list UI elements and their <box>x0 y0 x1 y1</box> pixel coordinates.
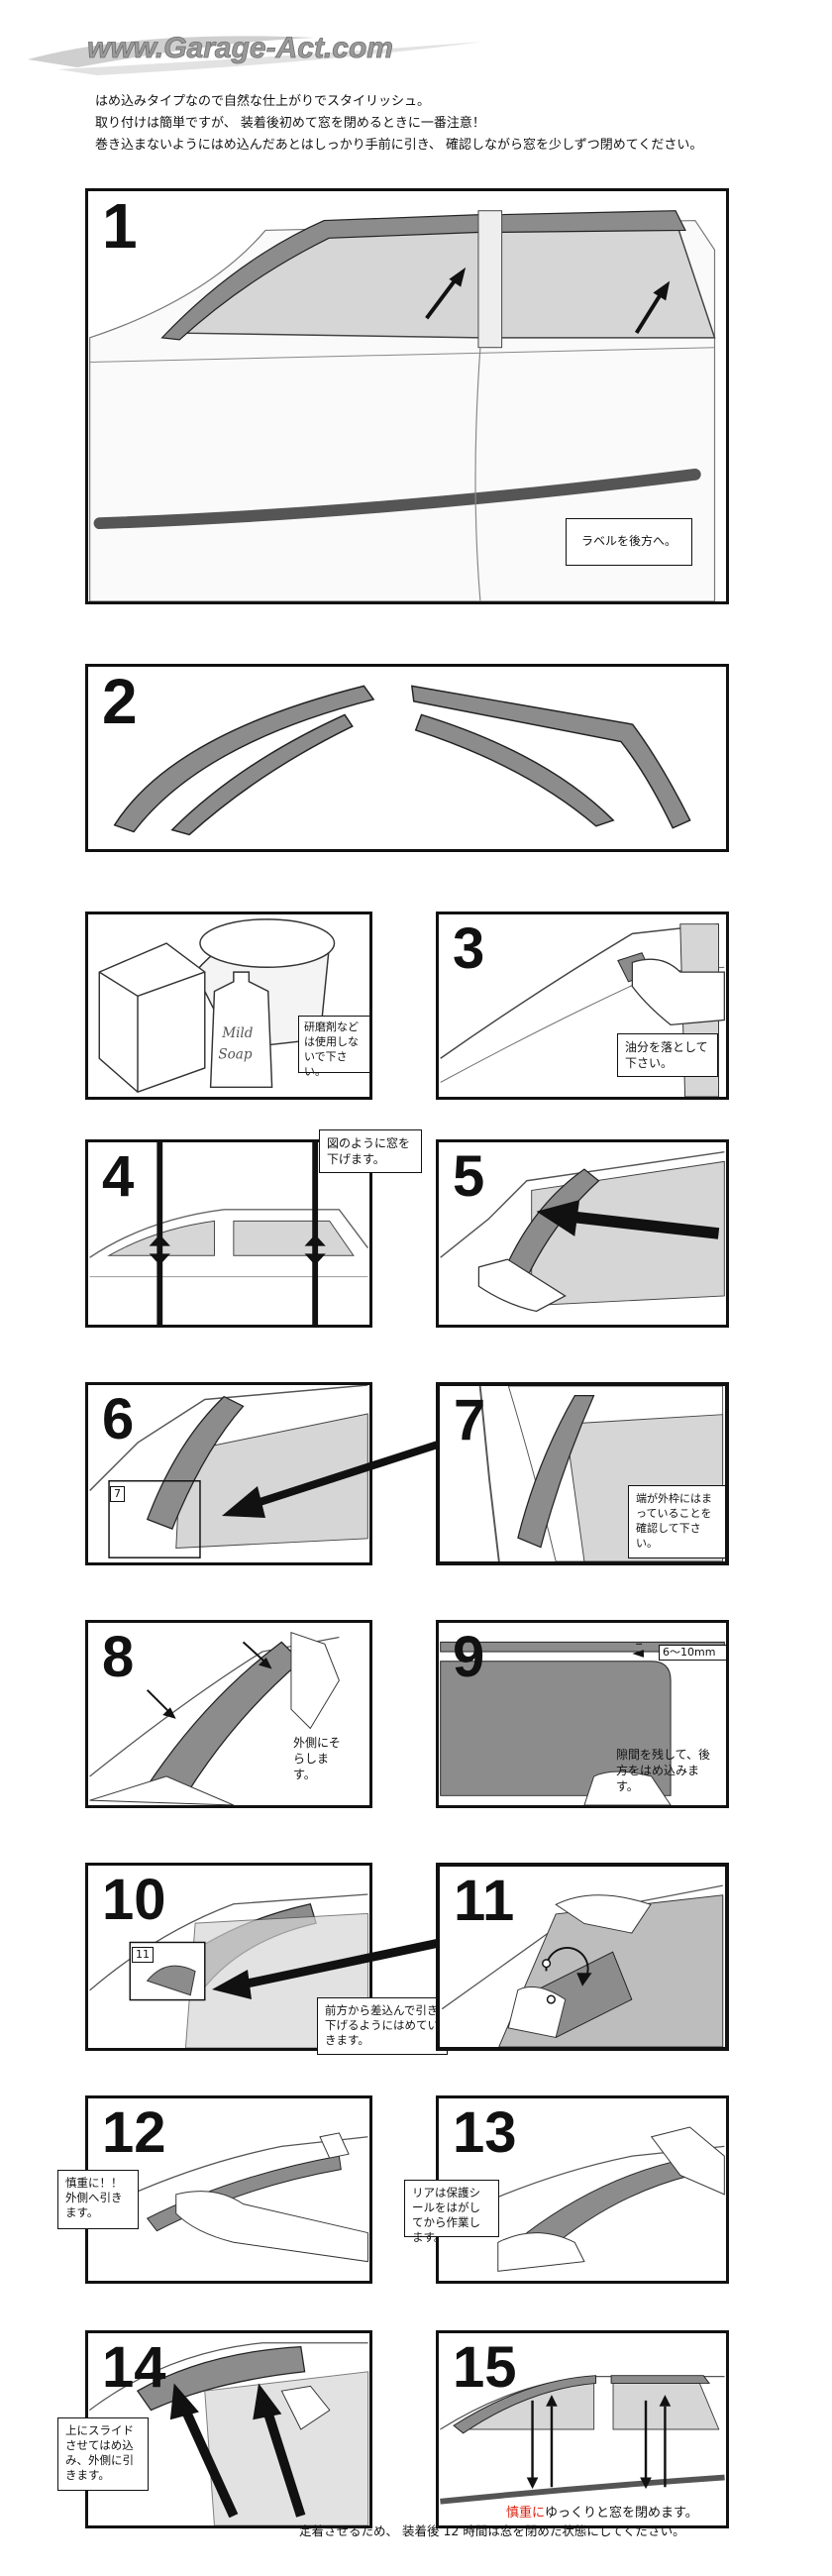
step-4-note: 図のように窓を下げます。 <box>319 1129 422 1173</box>
step-7-note: 端が外枠にはまっていることを確認して下さい。 <box>628 1485 725 1558</box>
soap-bucket-illustration: Mild Soap <box>98 918 336 1093</box>
zoom-arrow-11 <box>212 1937 445 1999</box>
step-number: 7 <box>454 1388 486 1452</box>
logo-swoosh: www.Garage-Act.com <box>28 32 483 75</box>
step-7-panel: 7 端が外枠にはまっていることを確認して下さい。 <box>436 1382 729 1565</box>
prep-panel: Mild Soap 研磨剤などは使用しないで下さい。 <box>85 912 372 1100</box>
step-11-panel: 11 <box>436 1863 729 2051</box>
zoom-arrow-7 <box>222 1439 446 1518</box>
step-number: 8 <box>102 1625 135 1689</box>
gap-label: 6～10mm <box>659 1645 726 1661</box>
car-side-illustration <box>89 210 716 601</box>
step-13-note: リアは保護シールをはがしてから作業します。 <box>404 2180 499 2244</box>
step-14-note: 上にスライドさせてはめ込み、外側に引きます。 <box>57 2417 149 2491</box>
step-13-panel: 13 <box>436 2095 729 2284</box>
step-4-panel: 4 <box>85 1139 372 1328</box>
step-15-panel: 15 慎重にゆっくりと窓を閉めます。 <box>436 2330 729 2528</box>
step-number: 10 <box>102 1868 166 1932</box>
warning-emphasis: 慎重に <box>506 2506 546 2521</box>
step-9-panel: 9 6～10mm 隙間を残して、後方をはめ込みます。 <box>436 1620 729 1808</box>
bottle-label-line: Soap <box>218 1046 253 1062</box>
step-8-note: 外側にそらします。 <box>293 1736 341 1781</box>
close-window-illustration <box>440 2375 725 2505</box>
visor-parts-illustration <box>113 685 691 836</box>
step-1-note: ラベルを後方へ。 <box>566 518 692 566</box>
window-lowering-illustration <box>89 1142 369 1325</box>
slide-up-illustration <box>88 2342 369 2525</box>
visor-insert-front-illustration <box>440 1150 725 1313</box>
step-3-note: 油分を落として下さい。 <box>617 1033 718 1077</box>
intro-text: はめ込みタイプなので自然な仕上がりでスタイリッシュ。 取り付けは簡単ですが、 装… <box>95 91 808 157</box>
step-number: 2 <box>102 666 138 737</box>
rear-fit-gap-illustration <box>440 1641 725 1805</box>
rear-peel-illustration <box>440 2126 725 2272</box>
inset-label: 11 <box>132 1947 154 1963</box>
intro-line: 巻き込まないようにはめ込んだあとはしっかり手前に引き、 確認しながら窓を少しずつ… <box>95 138 703 153</box>
step-2-panel: 2 <box>85 664 729 852</box>
step-15-note: 慎重にゆっくりと窓を閉めます。 <box>502 2500 702 2522</box>
step-number: 14 <box>102 2335 166 2400</box>
prep-note: 研磨剤などは使用しないで下さい。 <box>298 1016 369 1078</box>
step-number: 11 <box>454 1869 515 1933</box>
pull-outward-illustration <box>89 2132 368 2263</box>
step-5-panel: 5 <box>436 1139 729 1328</box>
step-12-note: 慎重に！！外側へ引きます。 <box>57 2170 139 2229</box>
inset-label: 7 <box>110 1486 125 1502</box>
step-8-panel: 8 外側にそらします。 <box>85 1620 372 1808</box>
rotate-insert-illustration <box>441 1884 724 2047</box>
step-number: 1 <box>102 190 138 262</box>
intro-line: 取り付けは簡単ですが、 装着後初めて窓を閉めるときに一番注意！ <box>95 116 485 131</box>
step-3-panel: 3 油分を落として下さい。 <box>436 912 729 1100</box>
step-1-panel: 1 ラベルを後方へ。 <box>85 188 729 604</box>
footer-note: 定着させるため、 装着後 12 時間は窓を閉めた状態にしてください。 <box>299 2523 685 2538</box>
visor-flex-outward-illustration <box>89 1632 340 1805</box>
bottle-label-line: Mild <box>221 1025 254 1041</box>
step-10-note: 前方から差込んで引き下げるようにはめていきます。 <box>317 1997 448 2055</box>
step-14-panel: 14 <box>85 2330 372 2528</box>
step-9-note: 隙間を残して、後方をはめ込みます。 <box>616 1748 711 1793</box>
step-number: 15 <box>453 2335 517 2400</box>
step-number: 13 <box>453 2100 517 2165</box>
step-number: 4 <box>102 1144 135 1209</box>
step-number: 5 <box>453 1144 485 1209</box>
intro-line: はめ込みタイプなので自然な仕上がりでスタイリッシュ。 <box>95 94 431 109</box>
step-number: 6 <box>102 1387 135 1451</box>
logo-text: www.Garage-Act.com <box>87 32 393 64</box>
step-number: 3 <box>453 916 485 981</box>
warning-text: ゆっくりと窓を閉めます。 <box>545 2506 698 2521</box>
step-number: 9 <box>453 1625 485 1689</box>
brand-logo: www.Garage-Act.com <box>18 20 513 75</box>
step-number: 12 <box>102 2100 166 2165</box>
